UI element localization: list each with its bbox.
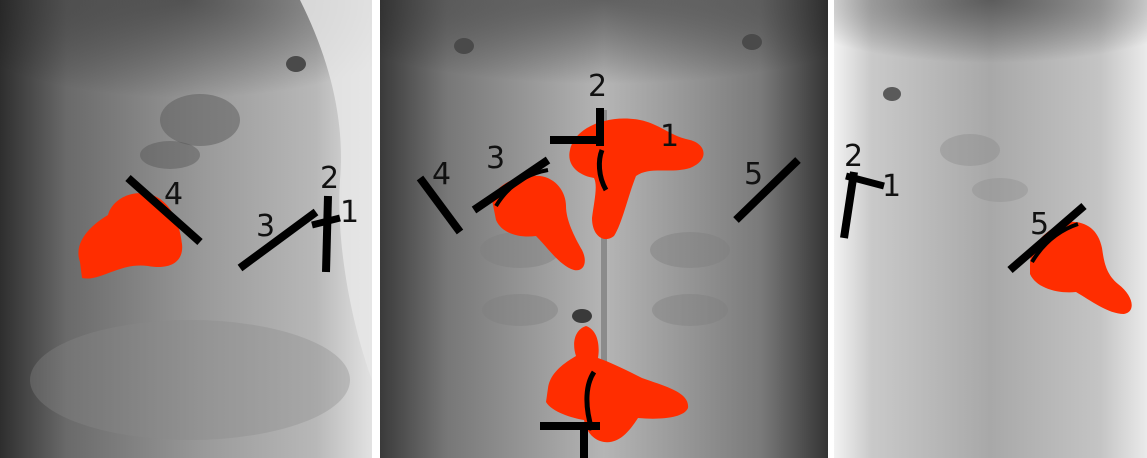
left-side-view-panel: 4 3 2 1 [0,0,372,458]
panel-divider [372,0,380,458]
panel-divider [828,0,834,458]
label-2: 2 [844,139,863,174]
nipple-mark [454,38,474,54]
label-1: 1 [882,169,901,204]
label-3: 3 [256,209,275,244]
label-4: 4 [432,157,451,192]
label-2: 2 [320,161,339,196]
label-1: 1 [660,119,679,154]
front-view-panel: 2 1 4 3 5 [380,0,828,458]
nipple-mark [883,87,901,101]
nipple-mark [742,34,762,50]
label-4: 4 [164,177,183,212]
navel-mark [572,309,592,323]
label-1: 1 [340,195,359,230]
probe-line-2 [326,196,328,272]
label-2: 2 [588,69,607,104]
label-5: 5 [1030,207,1049,242]
nipple-mark [286,56,306,72]
right-side-view-panel: 2 1 5 [834,0,1147,458]
label-5: 5 [744,157,763,192]
label-3: 3 [486,141,505,176]
